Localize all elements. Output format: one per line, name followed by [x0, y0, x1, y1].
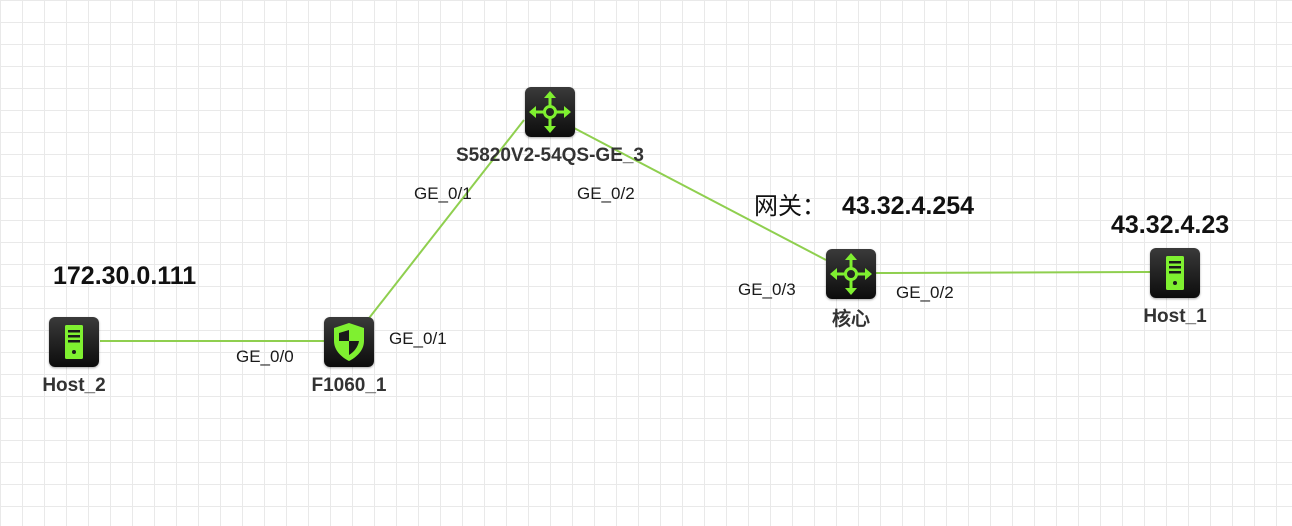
link-switch-core[interactable] — [573, 127, 827, 261]
server-icon — [65, 325, 83, 359]
port-label-firewall-up: GE_0/1 — [389, 329, 447, 348]
switch-device[interactable] — [525, 87, 575, 137]
host1-ip-label: 43.32.4.23 — [1111, 211, 1230, 239]
gateway-ip-label: 43.32.4.254 — [842, 192, 975, 220]
link-core-host1[interactable] — [875, 271, 1151, 274]
host2-device[interactable] — [49, 317, 99, 367]
port-label-switch-right: GE_0/2 — [577, 184, 635, 203]
host2-ip-label: 172.30.0.111 — [53, 262, 197, 290]
host1-name: Host_1 — [1143, 306, 1207, 327]
gateway-annotation: 网关： 43.32.4.254 — [754, 192, 974, 224]
firewall-shield-icon — [334, 323, 364, 361]
firewall-name: F1060_1 — [311, 375, 387, 396]
core-name: 核心 — [831, 309, 871, 330]
port-label-core-right: GE_0/2 — [896, 283, 954, 302]
port-label-switch-left: GE_0/1 — [414, 184, 472, 203]
host1-device[interactable] — [1150, 248, 1200, 298]
link-firewall-switch[interactable] — [365, 119, 525, 323]
switch-name: S5820V2-54QS-GE_3 — [455, 145, 645, 166]
router-arrows-icon — [830, 253, 872, 295]
router-arrows-icon — [529, 91, 571, 133]
server-icon — [1166, 256, 1184, 290]
port-label-firewall-left: GE_0/0 — [236, 347, 294, 366]
gateway-label: 网关： — [754, 192, 826, 220]
firewall-device[interactable] — [324, 317, 374, 367]
port-label-core-left: GE_0/3 — [738, 280, 796, 299]
core-device[interactable] — [826, 249, 876, 299]
host2-name: Host_2 — [42, 375, 106, 396]
